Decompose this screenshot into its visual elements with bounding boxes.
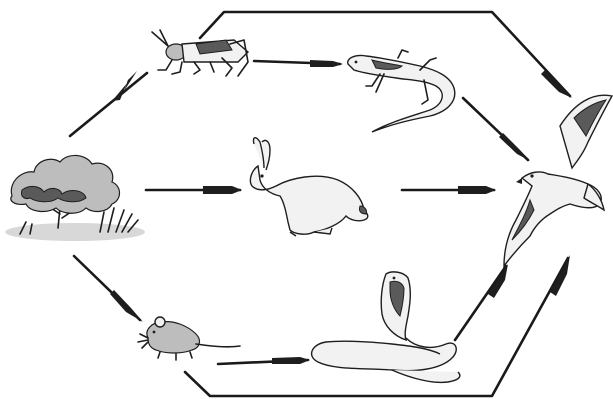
arrowhead-mouse-to-snake <box>272 357 310 364</box>
hawk-icon <box>504 95 612 266</box>
arrow-mouse-to-hawk <box>185 258 568 396</box>
arrowhead-plant-to-rabbit <box>203 186 242 194</box>
arrow-grasshopper-to-hawk <box>200 12 570 96</box>
arrow-snake-to-hawk <box>455 266 506 340</box>
rabbit-icon <box>250 138 367 236</box>
arrowhead-mouse-to-hawk <box>550 255 570 296</box>
arrow-plant-to-grasshopper <box>70 73 147 136</box>
arrowhead-lizard-to-hawk <box>499 133 530 161</box>
cobra-icon <box>312 272 460 382</box>
mouse-icon <box>138 317 240 360</box>
arrowhead-grasshopper-to-lizard <box>310 60 343 67</box>
arrowhead-grasshopper-to-hawk <box>541 70 572 98</box>
shrub-icon <box>5 155 145 241</box>
arrowhead-snake-to-hawk <box>488 264 508 298</box>
arrowhead-plant-to-mouse <box>110 290 143 322</box>
arrowhead-rabbit-to-hawk <box>458 186 496 194</box>
lizard-icon <box>348 50 455 132</box>
